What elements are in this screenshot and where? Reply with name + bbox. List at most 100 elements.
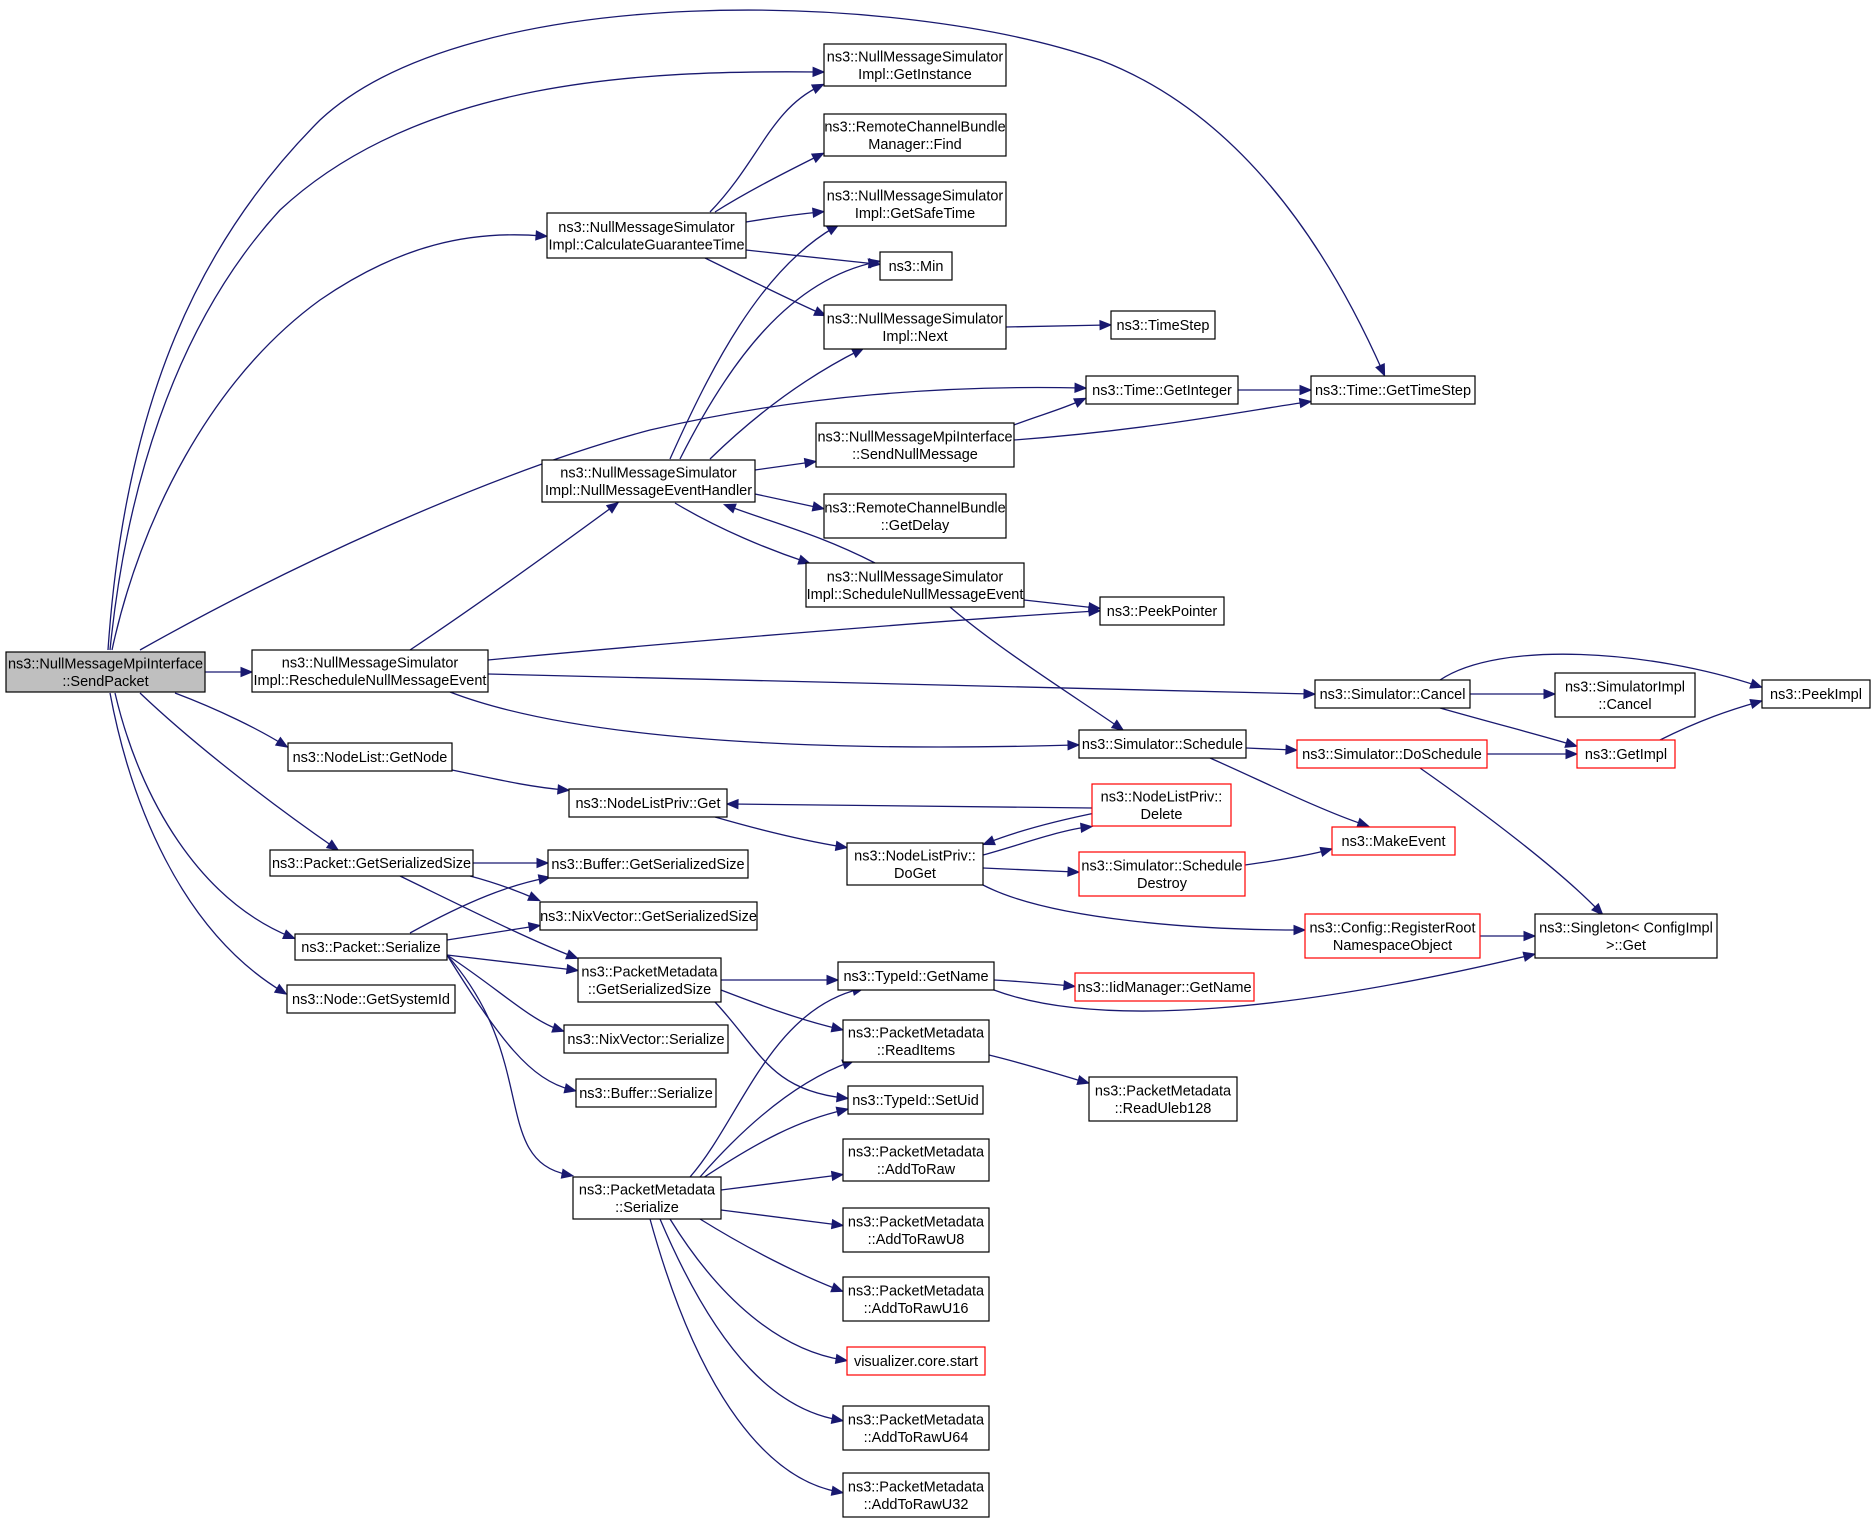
node-nodeListPrivGet[interactable]: ns3::NodeListPriv::Get [568,788,728,818]
node-vizStart[interactable]: visualizer.core.start [846,1346,986,1376]
node-label: NamespaceObject [1333,938,1452,954]
node-label: ns3::TimeStep [1117,318,1210,334]
node-makeEvent[interactable]: ns3::MakeEvent [1331,826,1456,856]
node-peekImpl[interactable]: ns3::PeekImpl [1761,679,1871,709]
node-scheduleNull[interactable]: ns3::NullMessageSimulatorImpl::ScheduleN… [805,562,1025,608]
node-typeIdSetUid[interactable]: ns3::TypeId::SetUid [847,1085,984,1115]
node-label: ns3::TypeId::SetUid [852,1093,979,1109]
node-label: ::AddToRawU16 [864,1301,969,1317]
node-label: ns3::IidManager::GetName [1077,980,1251,996]
node-min[interactable]: ns3::Min [879,251,953,281]
node-label: ns3::NullMessageMpiInterface [8,656,203,672]
node-pmSerialize[interactable]: ns3::PacketMetadata::Serialize [572,1176,722,1220]
node-peekPointer[interactable]: ns3::PeekPointer [1099,596,1225,626]
node-nlpDelete[interactable]: ns3::NodeListPriv::Delete [1091,783,1232,827]
edge-nullHandler-to-min [679,258,882,460]
node-label: ns3::PacketMetadata [579,1182,716,1198]
node-label: ns3::NodeList::GetNode [293,750,448,766]
edge-getImpl-to-peekImpl [1659,699,1764,741]
node-pktGetSerSize[interactable]: ns3::Packet::GetSerializedSize [269,849,474,877]
node-pktSerialize[interactable]: ns3::Packet::Serialize [294,933,448,961]
node-label: ns3::MakeEvent [1342,834,1446,850]
edge-reschedule-to-simCancel [487,673,1317,700]
node-singletonGet[interactable]: ns3::Singleton< ConfigImpl >::Get [1534,913,1718,959]
node-timeGetTimeStep[interactable]: ns3::Time::GetTimeStep [1310,375,1476,405]
node-getSystemId[interactable]: ns3::Node::GetSystemId [286,984,456,1014]
node-getNode[interactable]: ns3::NodeList::GetNode [287,742,453,772]
node-pmGetSerSize[interactable]: ns3::PacketMetadata::GetSerializedSize [577,957,722,1003]
node-timeStep[interactable]: ns3::TimeStep [1110,310,1216,340]
node-label: Impl::NullMessageEventHandler [545,483,752,499]
node-nullHandler[interactable]: ns3::NullMessageSimulatorImpl::NullMessa… [541,459,756,503]
node-pmReadItems[interactable]: ns3::PacketMetadata::ReadItems [842,1019,990,1063]
node-pmAddToRaw[interactable]: ns3::PacketMetadata::AddToRaw [842,1138,990,1182]
edge-sendNull-to-timeGetInteger [1013,397,1087,426]
node-sendNull[interactable]: ns3::NullMessageMpiInterface::SendNullMe… [815,422,1015,468]
node-label: ::GetSerializedSize [588,982,711,998]
node-pmReadUleb[interactable]: ns3::PacketMetadata::ReadUleb128 [1088,1076,1238,1122]
node-nixSerialize[interactable]: ns3::NixVector::Serialize [563,1024,729,1054]
node-simCancel[interactable]: ns3::Simulator::Cancel [1314,679,1471,709]
node-label: ns3::PacketMetadata [848,1283,985,1299]
edge-nullHandler-to-sendNull [754,457,818,471]
node-label: ::Serialize [615,1200,679,1216]
node-bufGetSerSize[interactable]: ns3::Buffer::GetSerializedSize [547,849,749,879]
node-label: Manager::Find [868,137,962,153]
edge-pmGetSerSize-to-typeIdSetUid [714,1001,850,1103]
edge-pktSerialize-to-nixSerialize [446,954,566,1033]
edge-root-to-calcGuarantee [111,230,549,651]
node-label: DoGet [894,866,936,882]
node-calcGuarantee[interactable]: ns3::NullMessageSimulatorImpl::Calculate… [546,212,747,259]
node-nixGetSerSize[interactable]: ns3::NixVector::GetSerializedSize [539,901,758,931]
node-label: ns3::Packet::Serialize [301,940,440,956]
node-getSafeTime[interactable]: ns3::NullMessageSimulatorImpl::GetSafeTi… [823,181,1007,227]
node-pmAddToRawU8[interactable]: ns3::PacketMetadata::AddToRawU8 [842,1207,990,1253]
node-reschedule[interactable]: ns3::NullMessageSimulatorImpl::Reschedul… [251,649,489,693]
node-label: ns3::NullMessageMpiInterface [817,429,1012,445]
node-pmAddToRawU64[interactable]: ns3::PacketMetadata::AddToRawU64 [842,1405,990,1451]
node-pmAddToRawU16[interactable]: ns3::PacketMetadata::AddToRawU16 [842,1276,990,1322]
node-simDoSchedule[interactable]: ns3::Simulator::DoSchedule [1296,739,1488,769]
node-label: Impl::RescheduleNullMessageEvent [254,673,487,689]
node-rcbGetDelay[interactable]: ns3::RemoteChannelBundle::GetDelay [823,493,1007,539]
node-label: ns3::SimulatorImpl [1565,679,1685,695]
node-iidGetName[interactable]: ns3::IidManager::GetName [1074,972,1255,1002]
call-graph-nodes: ns3::NullMessageMpiInterface::SendPacket… [5,43,1871,1518]
edge-pktSerialize-to-nixGetSerSize [446,921,542,941]
edge-nlpDoGet-to-registerRoot [982,884,1307,936]
node-label: Impl::Next [882,329,947,345]
node-label: ns3::PacketMetadata [848,1214,985,1230]
node-simSchedule[interactable]: ns3::Simulator::Schedule [1078,729,1247,759]
edge-pktSerialize-to-bufSerialize [446,954,578,1094]
node-bufSerialize[interactable]: ns3::Buffer::Serialize [575,1078,717,1108]
node-nlpDoGet[interactable]: ns3::NodeListPriv::DoGet [846,842,984,886]
edge-root-to-getInstance [109,66,826,651]
node-label: ns3::Simulator::Schedule [1082,737,1243,753]
node-label: ns3::PacketMetadata [848,1412,985,1428]
edge-simDoSchedule-to-singletonGet [1419,767,1604,916]
edge-pmSerialize-to-pmAddToRaw [720,1170,845,1191]
node-label: ns3::Min [889,259,944,275]
edge-nullHandler-to-rcbGetDelay [754,493,826,512]
node-root[interactable]: ns3::NullMessageMpiInterface::SendPacket [5,651,206,693]
edge-nullHandler-to-next [709,347,865,460]
node-typeIdGetName[interactable]: ns3::TypeId::GetName [837,961,995,991]
edge-root-to-pktSerialize [114,692,296,939]
node-getImpl[interactable]: ns3::GetImpl [1576,739,1676,769]
edge-scheduleNull-to-peekPointer [1023,599,1102,613]
node-label: ns3::Packet::GetSerializedSize [272,856,471,872]
node-label: ns3::NodeListPriv:: [1101,789,1223,805]
edge-pmGetSerSize-to-typeIdGetName [721,974,840,986]
node-simImplCancel[interactable]: ns3::SimulatorImpl::Cancel [1554,672,1696,718]
node-pmAddToRawU32[interactable]: ns3::PacketMetadata::AddToRawU32 [842,1472,990,1518]
node-getInstance[interactable]: ns3::NullMessageSimulatorImpl::GetInstan… [823,43,1007,87]
edge-reschedule-to-simSchedule [449,691,1081,751]
node-timeGetInteger[interactable]: ns3::Time::GetInteger [1085,375,1239,405]
node-label: ns3::NullMessageSimulator [560,465,737,481]
node-label: Impl::CalculateGuaranteeTime [548,237,744,253]
